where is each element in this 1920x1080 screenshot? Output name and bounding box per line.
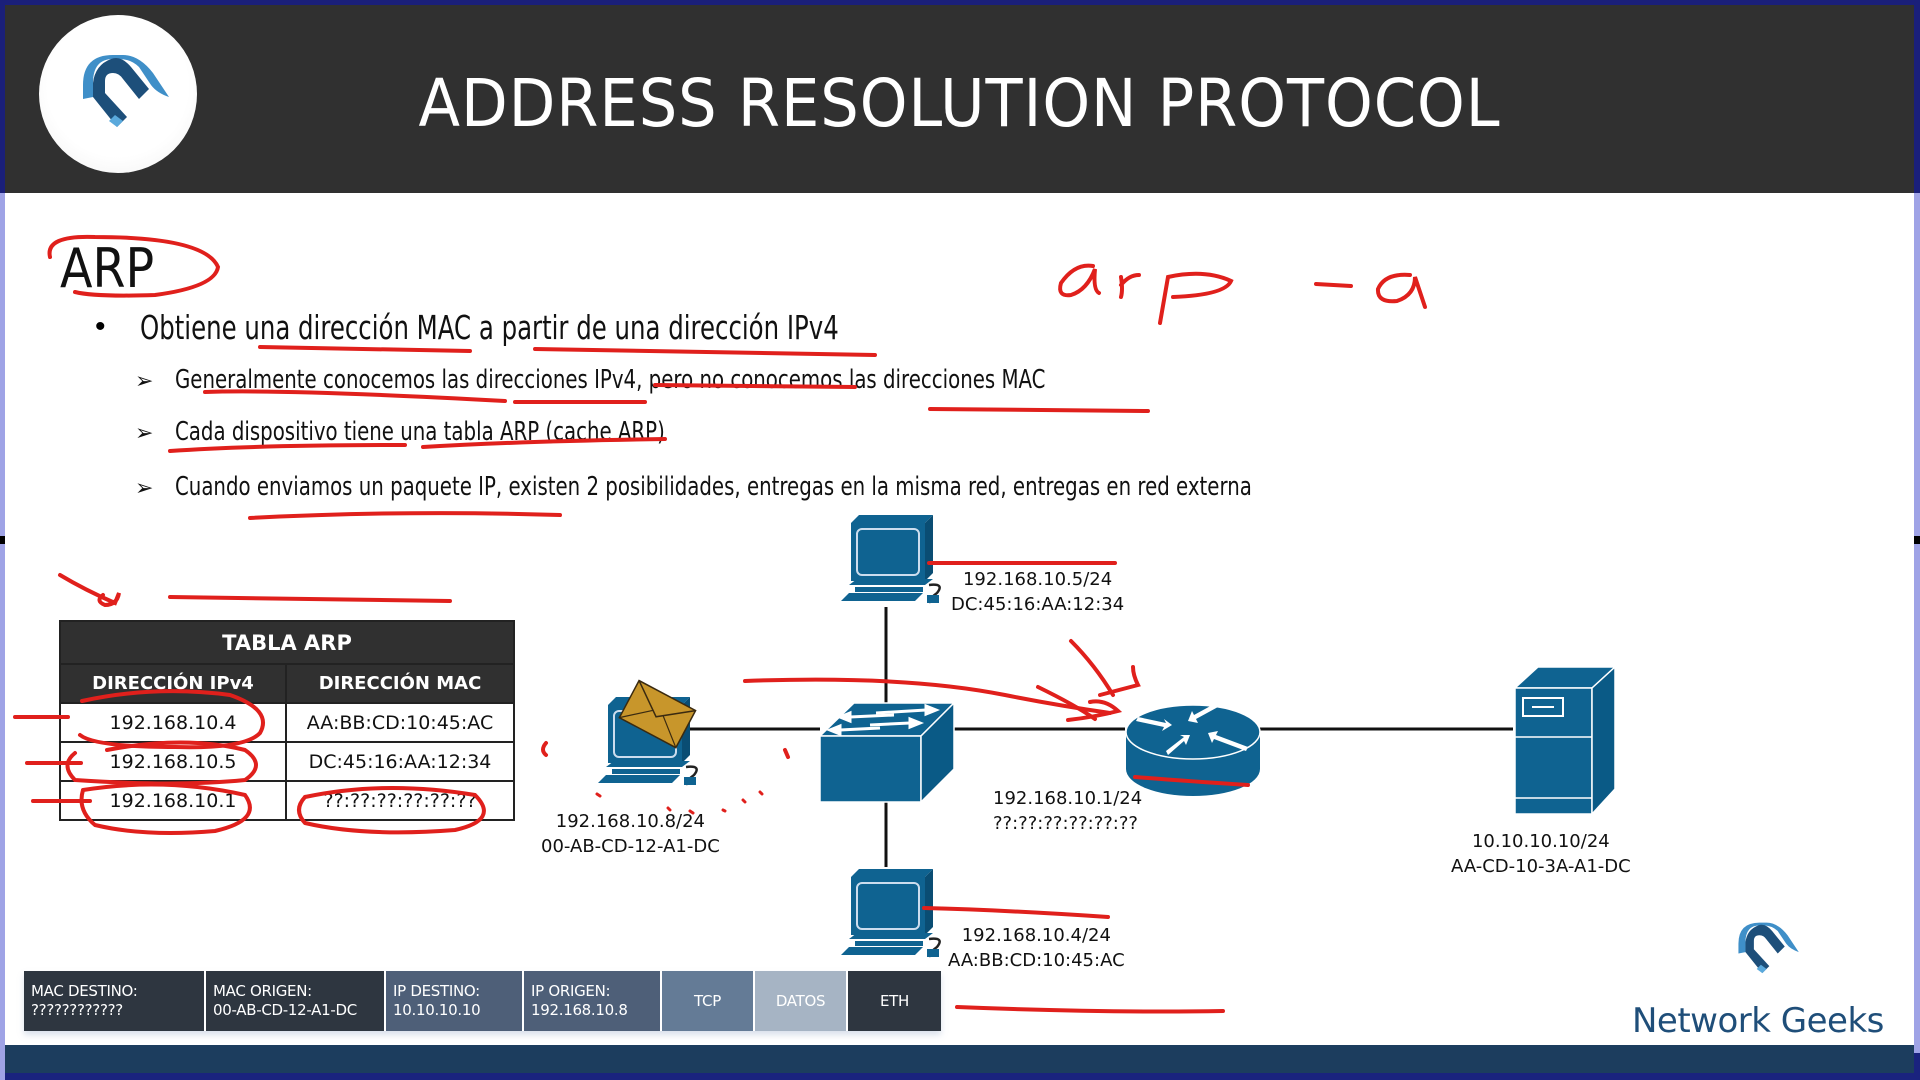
arp-table: TABLA ARP DIRECCIÓN IPv4 DIRECCIÓN MAC 1… — [59, 620, 515, 821]
packet-ip-destino: IP DESTINO: 10.10.10.10 — [386, 971, 524, 1031]
ink-arp-a-command — [1058, 263, 1427, 325]
arrow-bullet-icon: ➢ — [135, 475, 154, 500]
packet-tcp: TCP — [662, 971, 755, 1031]
pc-top-icon — [841, 515, 941, 604]
table-row: 192.168.10.5 DC:45:16:AA:12:34 — [59, 741, 515, 782]
packet-field-value: 00-AB-CD-12-A1-DC — [213, 1001, 357, 1019]
column-header-ipv4: DIRECCIÓN IPv4 — [59, 663, 287, 704]
brand-network: Network — [1632, 1001, 1781, 1041]
packet-field-value: 192.168.10.8 — [531, 1001, 628, 1019]
pc-left-mac: 00-AB-CD-12-A1-DC — [541, 836, 720, 857]
packet-eth: ETH — [848, 971, 941, 1031]
cell-mac: ??:??:??:??:??:?? — [285, 780, 515, 821]
packet-mac-origen: MAC ORIGEN: 00-AB-CD-12-A1-DC — [206, 971, 386, 1031]
arp-table-title: TABLA ARP — [59, 620, 515, 665]
packet-field-value: 10.10.10.10 — [393, 1001, 481, 1019]
pc-left-label: 192.168.10.8/24 00-AB-CD-12-A1-DC — [541, 809, 720, 859]
pc-bottom-ip: 192.168.10.4/24 — [961, 925, 1111, 946]
pc-bottom-label: 192.168.10.4/24 AA:BB:CD:10:45:AC — [948, 923, 1125, 973]
resize-handle-right[interactable] — [1914, 536, 1920, 544]
cell-mac: DC:45:16:AA:12:34 — [285, 741, 515, 782]
network-geeks-logo — [39, 15, 197, 173]
packet-field-value: ???????????? — [31, 1001, 123, 1019]
packet-field-label: IP DESTINO: — [393, 982, 480, 1000]
column-header-mac: DIRECCIÓN MAC — [285, 663, 515, 704]
section-heading: ARP — [60, 237, 155, 300]
sub-bullet: Cada dispositivo tiene una tabla ARP (ca… — [175, 417, 665, 447]
packet-ip-origen: IP ORIGEN: 192.168.10.8 — [524, 971, 662, 1031]
switch-icon — [818, 701, 956, 804]
cell-mac: AA:BB:CD:10:45:AC — [285, 702, 515, 743]
pc-top-mac: DC:45:16:AA:12:34 — [951, 594, 1125, 615]
pc-top-label: 192.168.10.5/24 DC:45:16:AA:12:34 — [951, 567, 1124, 617]
cell-ip: 192.168.10.1 — [59, 780, 287, 821]
packet-frame: MAC DESTINO: ???????????? MAC ORIGEN: 00… — [24, 971, 941, 1031]
cell-ip: 192.168.10.4 — [59, 702, 287, 743]
sub-bullet: Generalmente conocemos las direcciones I… — [175, 365, 1046, 395]
brand-mark-icon — [83, 55, 169, 127]
server-label: 10.10.10.10/24 AA-CD-10-3A-A1-DC — [1451, 829, 1631, 879]
router-ip: 192.168.10.1/24 — [993, 788, 1143, 809]
window-frame-left-top — [0, 0, 5, 193]
sub-bullet: Cuando enviamos un paquete IP, existen 2… — [175, 472, 1252, 502]
pc-bottom-mac: AA:BB:CD:10:45:AC — [948, 950, 1125, 971]
cell-ip: 192.168.10.5 — [59, 741, 287, 782]
envelope-icon — [618, 679, 697, 749]
presentation-slide: ADDRESS RESOLUTION PROTOCOL ARP • Obtien… — [5, 5, 1914, 1073]
router-icon — [1125, 703, 1261, 796]
server-icon — [1513, 665, 1617, 816]
ink-diagram-marks — [541, 561, 1250, 1014]
main-bullet: Obtiene una dirección MAC a partir de un… — [140, 308, 839, 347]
packet-field-label: IP ORIGEN: — [531, 982, 611, 1000]
pc-top-ip: 192.168.10.5/24 — [962, 569, 1113, 590]
window-frame-right-top — [1914, 0, 1920, 193]
bullet-dot-icon: • — [95, 310, 106, 343]
window-frame-top — [0, 0, 1920, 5]
resize-handle-left[interactable] — [0, 536, 6, 544]
pc-left-ip: 192.168.10.8/24 — [555, 811, 705, 832]
brand-geeks: Geeks — [1780, 1001, 1885, 1041]
table-row: 192.168.10.1 ??:??:??:??:??:?? — [59, 780, 515, 821]
router-mac: ??:??:??:??:??:?? — [993, 813, 1138, 834]
table-row: 192.168.10.4 AA:BB:CD:10:45:AC — [59, 702, 515, 743]
window-frame-right — [1914, 193, 1920, 1053]
packet-mac-destino: MAC DESTINO: ???????????? — [24, 971, 206, 1031]
pc-bottom-icon — [841, 869, 941, 958]
slide-title: ADDRESS RESOLUTION PROTOCOL — [418, 65, 1501, 142]
arrow-bullet-icon: ➢ — [135, 368, 154, 393]
pc-left-icon — [598, 697, 698, 786]
arrow-bullet-icon: ➢ — [135, 420, 154, 445]
router-label: 192.168.10.1/24 ??:??:??:??:??:?? — [993, 786, 1142, 836]
slide-header: ADDRESS RESOLUTION PROTOCOL — [5, 5, 1914, 193]
brand-wordmark: Network Geeks — [1632, 1001, 1884, 1041]
slide-footer-band — [5, 1045, 1914, 1073]
arp-table-header: DIRECCIÓN IPv4 DIRECCIÓN MAC — [59, 663, 515, 704]
packet-field-label: MAC ORIGEN: — [213, 982, 312, 1000]
brand-mark-icon — [1738, 922, 1799, 974]
server-mac: AA-CD-10-3A-A1-DC — [1451, 856, 1631, 877]
server-ip: 10.10.10.10/24 — [1471, 831, 1610, 852]
packet-field-label: MAC DESTINO: — [31, 982, 138, 1000]
packet-datos: DATOS — [755, 971, 848, 1031]
